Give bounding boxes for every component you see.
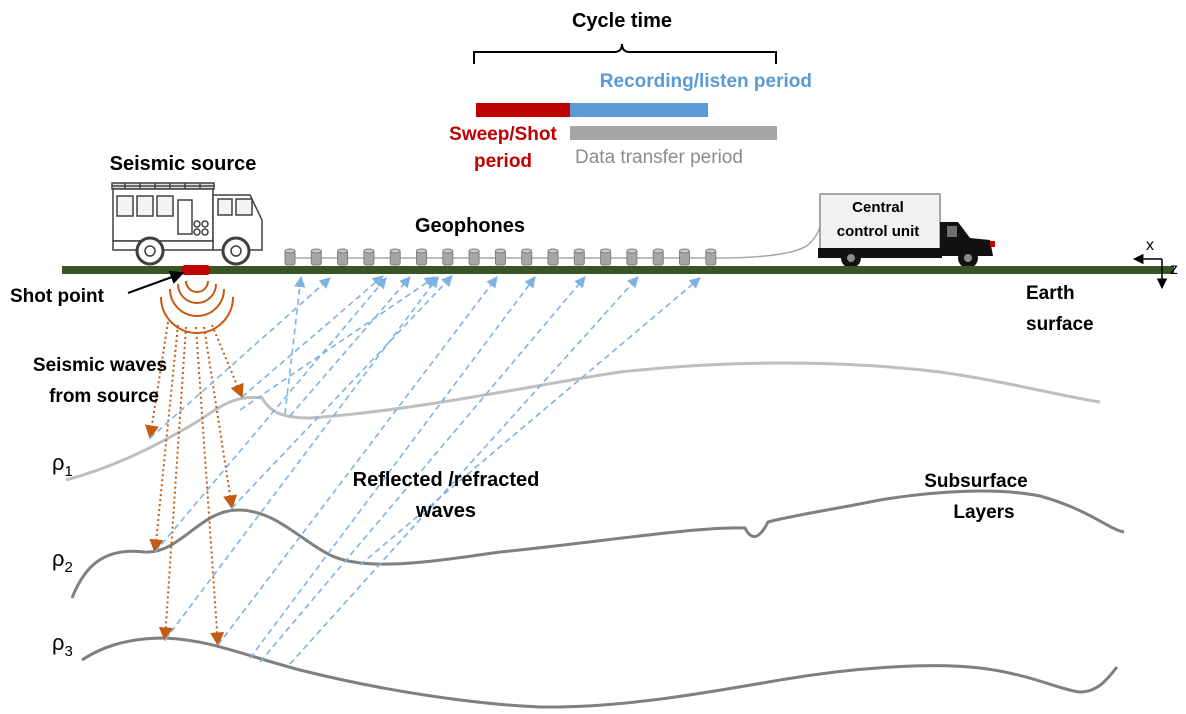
geophones-label: Geophones bbox=[415, 215, 525, 237]
z-axis-label: z bbox=[1170, 261, 1178, 278]
transfer-period-label: Data transfer period bbox=[575, 147, 743, 168]
layer-2-symbol: ρ2 bbox=[52, 546, 73, 576]
reflected-ray bbox=[289, 276, 411, 417]
reflected-ray bbox=[284, 275, 306, 415]
reflected-ray bbox=[359, 277, 701, 566]
source-ray bbox=[149, 324, 179, 554]
reflected-ray bbox=[259, 276, 586, 663]
geophone-icon bbox=[337, 248, 349, 266]
reflected-ray bbox=[249, 276, 536, 659]
sweep-period-label-1: Sweep/Shot bbox=[449, 124, 557, 145]
reflected-ray-group bbox=[149, 275, 701, 665]
recording-period-label: Recording/listen period bbox=[600, 71, 812, 92]
geophone-icon bbox=[547, 248, 559, 266]
geophone-icon bbox=[573, 248, 585, 266]
geophone-icon bbox=[679, 248, 690, 266]
source-ray bbox=[158, 326, 187, 642]
pickup-truck-icon bbox=[818, 193, 995, 268]
seismic-waves-label-2: from source bbox=[49, 386, 159, 407]
geophone-icon bbox=[468, 248, 480, 266]
earth-surface-label-1: Earth bbox=[1026, 283, 1075, 304]
geophone-icon bbox=[442, 248, 454, 266]
x-axis-label: x bbox=[1146, 237, 1154, 254]
source-ray bbox=[211, 324, 244, 399]
source-ray bbox=[195, 326, 225, 647]
reflected-waves-label-2: waves bbox=[415, 500, 476, 522]
central-control-label-2: control unit bbox=[837, 223, 920, 240]
geophone-icon bbox=[389, 248, 401, 266]
cycle-time-title: Cycle time bbox=[572, 10, 672, 32]
layer-3-boundary bbox=[81, 636, 1119, 709]
subsurface-layers-label-1: Subsurface bbox=[924, 471, 1027, 492]
shot-point-label: Shot point bbox=[10, 286, 105, 307]
reflected-ray bbox=[164, 276, 439, 641]
fire-truck-icon bbox=[111, 182, 263, 266]
reflected-ray bbox=[217, 276, 498, 646]
earth-surface-label-2: surface bbox=[1026, 314, 1094, 335]
transfer-period-bar bbox=[570, 126, 777, 140]
reflected-waves-label-1: Reflected /refracted bbox=[353, 469, 540, 491]
seismic-source-label: Seismic source bbox=[110, 153, 257, 175]
geophone-icon bbox=[652, 248, 664, 266]
cycle-time-brace bbox=[473, 43, 777, 64]
geophone-array bbox=[284, 248, 717, 266]
layer-2-boundary bbox=[70, 489, 1125, 599]
recording-period-bar bbox=[570, 103, 708, 117]
source-wave-rings bbox=[160, 280, 234, 334]
axes-icon bbox=[1132, 253, 1168, 290]
central-control-label-1: Central bbox=[852, 199, 904, 216]
reflected-ray bbox=[289, 276, 639, 665]
geophone-icon bbox=[416, 248, 427, 266]
earth-surface-line bbox=[62, 266, 1174, 274]
reflected-ray bbox=[231, 275, 453, 509]
seismic-waves-label-1: Seismic waves bbox=[33, 355, 167, 376]
reflected-ray bbox=[241, 275, 384, 398]
layer-1-boundary bbox=[65, 361, 1101, 482]
layer-3-symbol: ρ3 bbox=[52, 630, 73, 660]
subsurface-layers-label-2: Layers bbox=[953, 502, 1014, 523]
geophone-icon bbox=[494, 248, 506, 266]
reflected-ray bbox=[239, 276, 436, 411]
source-ray bbox=[203, 326, 237, 510]
geophone-icon bbox=[521, 248, 533, 266]
geophone-icon bbox=[284, 248, 296, 266]
shot-point-marker bbox=[182, 265, 210, 275]
geophone-icon bbox=[363, 248, 375, 266]
sweep-period-label-2: period bbox=[474, 151, 532, 172]
source-ray bbox=[145, 321, 169, 440]
geophone-icon bbox=[626, 248, 638, 266]
geophone-icon bbox=[705, 248, 717, 266]
geophone-icon bbox=[310, 248, 322, 266]
source-ray-group bbox=[145, 321, 244, 647]
reflected-ray bbox=[149, 277, 331, 439]
shot-point-arrow bbox=[127, 270, 185, 294]
geophone-icon bbox=[600, 248, 612, 266]
sweep-period-bar bbox=[476, 103, 570, 117]
layer-1-symbol: ρ1 bbox=[52, 450, 73, 480]
